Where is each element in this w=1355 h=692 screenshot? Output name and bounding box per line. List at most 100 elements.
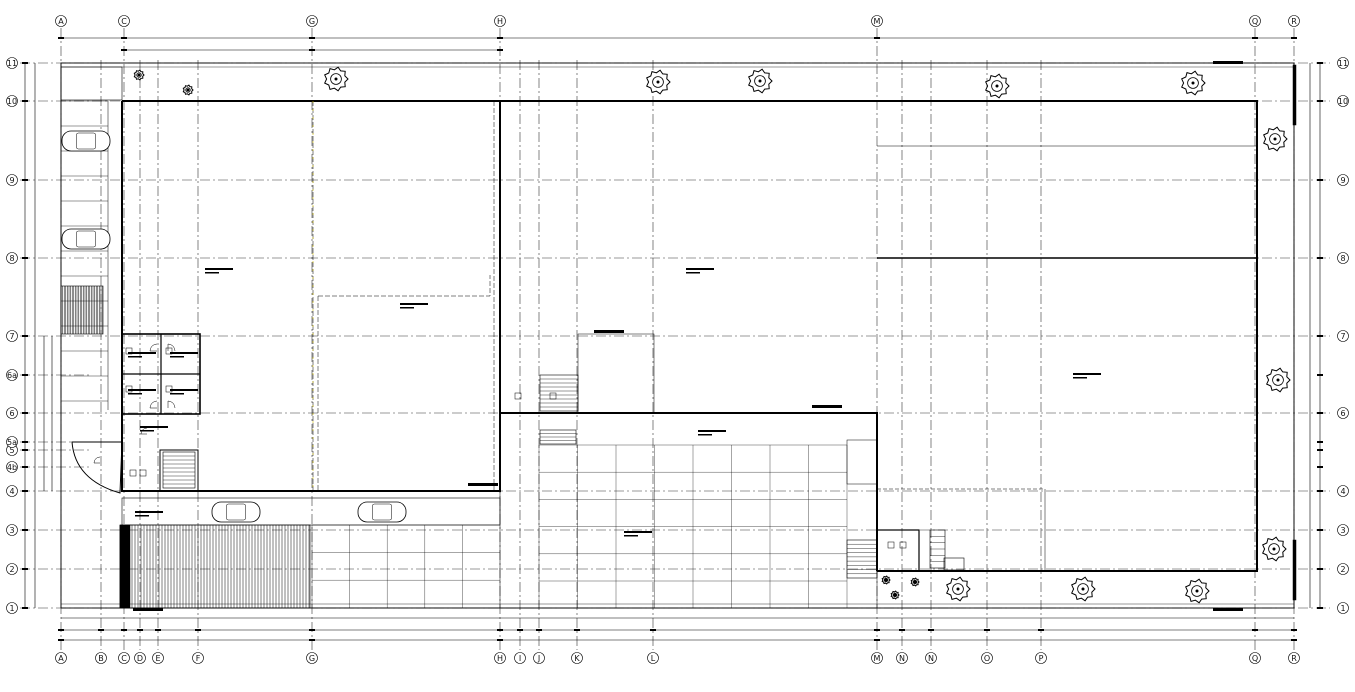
grid-bubble-label: 6 xyxy=(1340,409,1345,418)
dimension-tick xyxy=(137,629,143,631)
car-cabin xyxy=(226,503,246,521)
grid-bubble-circle xyxy=(6,330,18,342)
room-tag xyxy=(624,531,652,533)
grid-bubble-label: 9 xyxy=(1340,176,1345,185)
dimension-tick xyxy=(1317,490,1323,492)
tree-icon xyxy=(182,84,194,96)
dimension-tick xyxy=(1291,639,1297,641)
grid-bubble-icon: 11 xyxy=(1337,57,1349,69)
grid-bubble-icon: A xyxy=(55,15,67,27)
grid-bubble-circle xyxy=(1337,95,1349,107)
grid-bubble-label: P xyxy=(1039,654,1044,663)
grid-bubble-circle xyxy=(494,15,506,27)
fixture xyxy=(139,469,147,477)
dimension-tick xyxy=(1291,629,1297,631)
grid-bubble-circle xyxy=(925,652,937,664)
grid-bubble-label: C xyxy=(121,17,127,26)
tree-trunk xyxy=(1081,587,1085,591)
dimension-tick xyxy=(98,629,104,631)
tree-inner xyxy=(952,583,964,595)
grid-bubble-circle xyxy=(6,174,18,186)
dimension-tick xyxy=(497,629,503,631)
grid-bubble-icon: I xyxy=(514,652,526,664)
grid-bubble-circle xyxy=(494,652,506,664)
dock-room xyxy=(846,439,878,485)
grid-bubble-icon: J xyxy=(533,652,545,664)
grid-bubble-label: 3 xyxy=(9,526,14,535)
lobby-curve xyxy=(71,441,123,494)
dimension-tick xyxy=(121,49,127,51)
grid-bubble-circle xyxy=(514,652,526,664)
tree-icon xyxy=(1181,70,1206,96)
grid-bubble-label: J xyxy=(537,654,540,663)
grid-bubble-icon: 9 xyxy=(1337,174,1349,186)
grid-bubble-label: N xyxy=(899,654,905,663)
dimension-tick xyxy=(1038,629,1044,631)
dimension-tick xyxy=(650,629,656,631)
fixture xyxy=(549,392,557,400)
tree-icon xyxy=(881,575,891,585)
grid-bubble-icon: 4b xyxy=(6,461,18,473)
grid-bubble-label: E xyxy=(155,654,160,663)
dimension-tick xyxy=(574,629,580,631)
grid-bubble-icon: Q xyxy=(1249,15,1261,27)
grid-bubble-circle xyxy=(1337,602,1349,614)
fixture xyxy=(165,347,173,355)
grid-bubble-circle xyxy=(6,485,18,497)
dimension-lines xyxy=(22,37,1323,641)
grid-bubble-icon: N xyxy=(925,652,937,664)
door-swing-icon xyxy=(167,343,176,352)
dimension-tick xyxy=(58,639,64,641)
dimension-tick xyxy=(1291,37,1297,39)
exterior-wall xyxy=(122,100,1258,572)
grid-bubble-label: 1 xyxy=(1340,604,1345,613)
dimension-tick xyxy=(22,374,28,376)
dimension-tick xyxy=(1317,100,1323,102)
dimension-tick xyxy=(22,62,28,64)
trees xyxy=(133,66,1291,604)
grid-bubble-icon: 5a xyxy=(6,436,18,448)
staircase-icon xyxy=(162,451,196,489)
grid-bubble-icon: 10 xyxy=(1337,95,1349,107)
grid-bubble-icon: 10 xyxy=(6,95,18,107)
grid-bubble-icon: L xyxy=(647,652,659,664)
grid-bubble-icon: 5 xyxy=(6,444,18,456)
tree-trunk xyxy=(1195,589,1199,593)
tree-trunk xyxy=(137,73,141,77)
tree-inner xyxy=(330,73,342,85)
door-swing-icon xyxy=(149,343,158,352)
service-room xyxy=(876,529,920,572)
grid-bubble-circle xyxy=(6,369,18,381)
grid-bubble-circle xyxy=(152,652,164,664)
grid-bubble-circle xyxy=(6,602,18,614)
dimension-tick xyxy=(1317,441,1323,443)
stair-core xyxy=(159,449,199,492)
tree-trunk xyxy=(995,84,999,88)
grid-bubble-label: R xyxy=(1291,17,1297,26)
staircase-icon-frame xyxy=(539,374,579,412)
tree-icon xyxy=(1071,576,1096,602)
grid-bubble-icon: O xyxy=(981,652,993,664)
dimension-tick xyxy=(22,607,28,609)
marker-bar xyxy=(133,608,163,611)
tree-trunk xyxy=(1191,81,1195,85)
grid-bubble-circle xyxy=(6,436,18,448)
grid-bubble-circle xyxy=(6,252,18,264)
grid-bubble-label: Q xyxy=(1252,17,1258,26)
tree-icon xyxy=(324,66,349,92)
grid-bubble-label: I xyxy=(519,654,521,663)
marker-bar xyxy=(1213,61,1243,64)
grid-bubble-circle xyxy=(981,652,993,664)
loading-ramp xyxy=(119,524,311,609)
room-tag xyxy=(170,389,198,391)
room-tag xyxy=(140,426,168,428)
dimension-tick xyxy=(874,37,880,39)
grid-bubble-label: H xyxy=(497,17,503,26)
grid-bubble-label: B xyxy=(98,654,104,663)
dimension-tick xyxy=(984,629,990,631)
grid-bubble-label: D xyxy=(137,654,143,663)
car-cabin xyxy=(76,132,96,150)
grid-bubble-icon: 9 xyxy=(6,174,18,186)
staircase-icon xyxy=(846,539,878,579)
